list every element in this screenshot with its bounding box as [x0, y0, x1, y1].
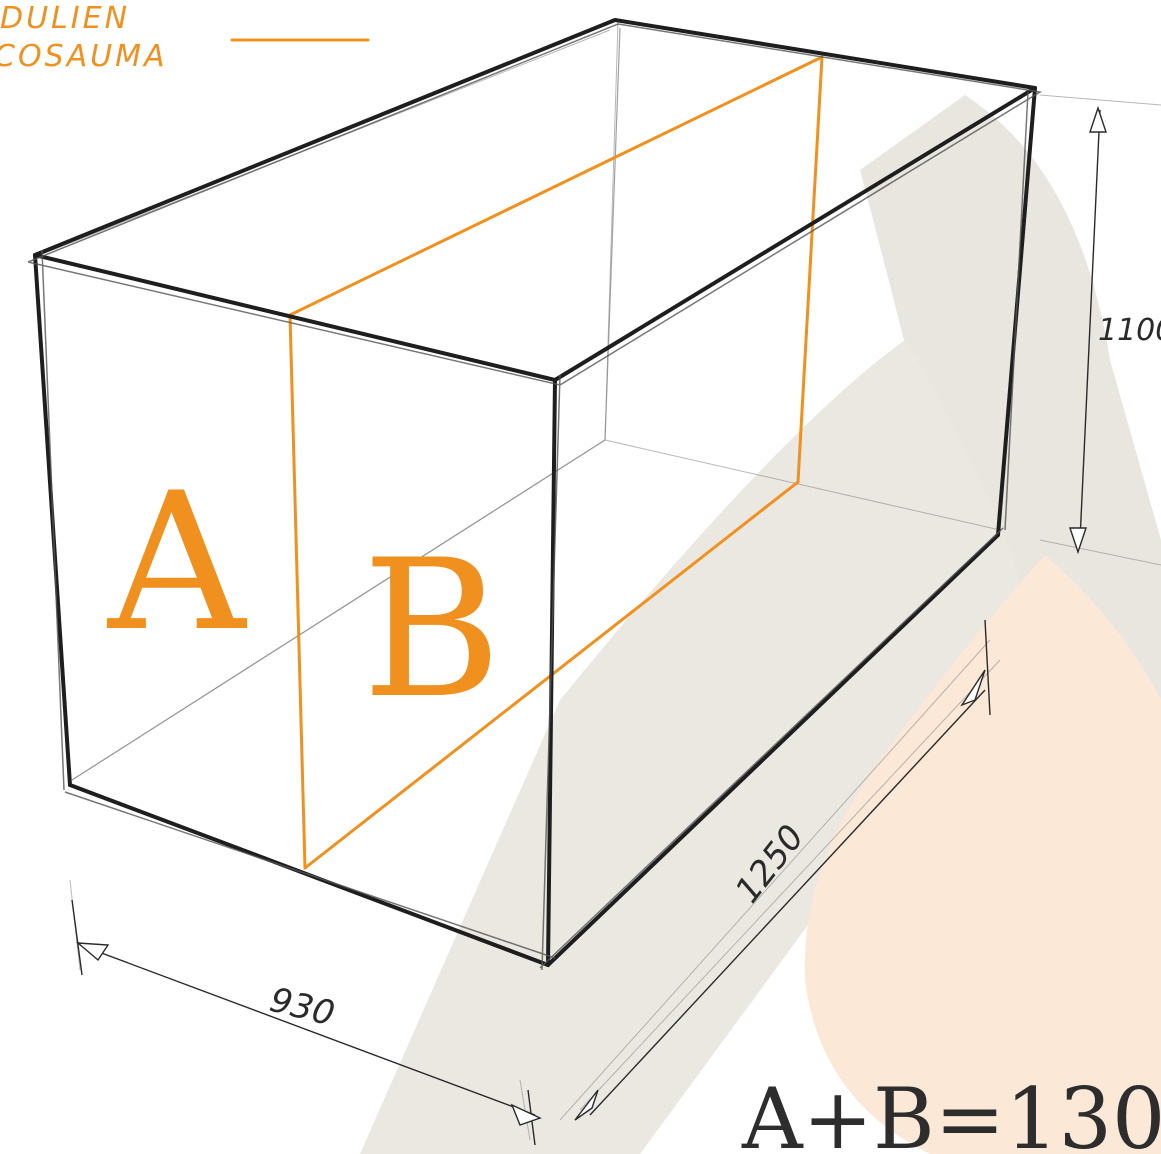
dimension-width-label: 930 [266, 980, 339, 1035]
arrowhead-depth-start [574, 1089, 599, 1121]
hidden-edges [71, 27, 621, 781]
dimension-width [71, 899, 542, 1146]
divider-front-vertical [288, 313, 307, 870]
arrowhead-down [1069, 527, 1087, 555]
arrowhead-width-end [510, 1103, 542, 1126]
divider-back-vertical [796, 55, 824, 484]
bg-gray-band-lower [360, 340, 1030, 1154]
dimension-height-label: 1100 [1098, 313, 1161, 348]
dimension-depth [574, 619, 991, 1121]
section-divider [288, 55, 824, 870]
background-shapes [360, 95, 1161, 1154]
dimension-height [1069, 105, 1107, 555]
arrowhead-width-start [75, 942, 110, 962]
arrowhead-depth-end [960, 669, 986, 707]
box-outline-sketch-pass [27, 23, 1043, 971]
section-b-label: B [362, 519, 502, 740]
section-a-label: A [106, 452, 248, 673]
box-bottom-right-edge [546, 533, 1000, 967]
header-note-line2: COSAUMA [0, 39, 168, 74]
bg-peach-drop [804, 555, 1161, 1154]
arrowhead-up [1089, 105, 1107, 133]
header-note-line1: DULIEN [0, 1, 130, 36]
equation-label: A+B=1300 [741, 1070, 1161, 1154]
divider-top-edge [288, 55, 824, 317]
